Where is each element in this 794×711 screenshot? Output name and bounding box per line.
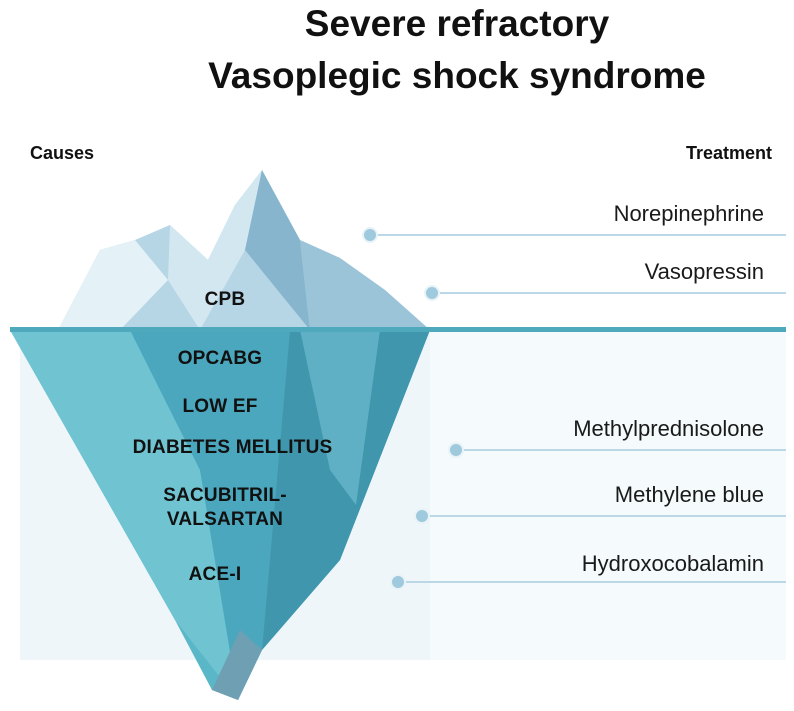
cause-item: DIABETES MELLITUS bbox=[132, 437, 333, 458]
iceberg-tip-facet-4 bbox=[300, 240, 430, 330]
iceberg-tip-facet-1 bbox=[58, 240, 168, 330]
treatment-item: Methylene blue bbox=[614, 482, 764, 507]
leader-dot bbox=[448, 442, 464, 458]
iceberg-tip-facet-3 bbox=[245, 170, 310, 330]
cause-item: LOW EF bbox=[182, 396, 258, 417]
cause-item: OPCABG bbox=[177, 348, 263, 369]
leader-dot bbox=[424, 285, 440, 301]
treatment-item: Methylprednisolone bbox=[573, 416, 764, 441]
title-line-2: Vasoplegic shock syndrome bbox=[208, 55, 706, 96]
sea-glow bbox=[430, 330, 786, 660]
leader-dot bbox=[362, 227, 378, 243]
iceberg-submerged-facet-2 bbox=[130, 330, 290, 700]
leader-lines bbox=[362, 227, 786, 590]
treatment-item: Hydroxocobalamin bbox=[581, 551, 764, 576]
causes-heading: Causes bbox=[30, 143, 95, 163]
title-line-1: Severe refractory bbox=[304, 3, 610, 44]
water-surface bbox=[10, 327, 786, 332]
treatment-item: Vasopressin bbox=[644, 259, 764, 284]
treatment-item: Norepinephrine bbox=[613, 201, 764, 226]
iceberg-submerged-facet-4 bbox=[300, 330, 380, 505]
cause-item: SACUBITRIL- VALSARTAN bbox=[163, 485, 287, 530]
iceberg-submerged-tip bbox=[212, 630, 262, 700]
cause-above-water: CPB bbox=[204, 289, 246, 310]
cause-item: ACE-I bbox=[188, 564, 242, 585]
iceberg-submerged-facet-1 bbox=[10, 330, 238, 700]
leader-dot bbox=[414, 508, 430, 524]
leader-dot bbox=[390, 574, 406, 590]
treatment-heading: Treatment bbox=[685, 143, 772, 163]
iceberg-tip-facet-2 bbox=[168, 170, 262, 330]
